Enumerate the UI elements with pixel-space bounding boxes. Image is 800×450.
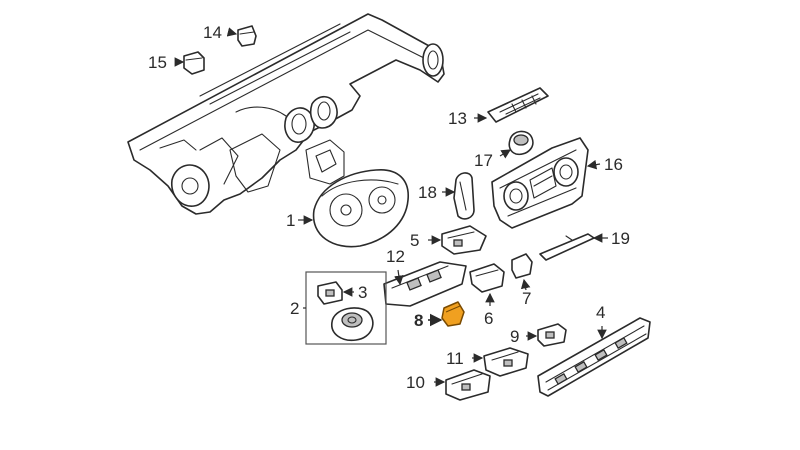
part-13-vent xyxy=(487,87,549,123)
part-8-highlighted xyxy=(441,301,465,327)
dashboard-panel xyxy=(127,13,445,215)
part-2-knob xyxy=(331,307,374,342)
part-16-climate-control xyxy=(491,137,589,229)
part-14-clip xyxy=(237,25,257,47)
part-15-clip xyxy=(183,51,205,75)
callout-5: 5 xyxy=(410,231,419,250)
callout-10: 10 xyxy=(406,373,425,392)
callout-19: 19 xyxy=(611,229,630,248)
callout-11: 11 xyxy=(446,349,464,368)
part-19-strip xyxy=(539,233,595,261)
callout-18: 18 xyxy=(418,183,437,202)
part-6-bracket xyxy=(469,263,505,293)
part-5-switch xyxy=(441,225,487,255)
callout-14: 14 xyxy=(203,23,222,42)
part-18-trim xyxy=(453,172,475,220)
callout-7: 7 xyxy=(522,289,531,308)
callout-16: 16 xyxy=(604,155,623,174)
part-11-switch xyxy=(483,347,529,377)
callout-1: 1 xyxy=(286,211,295,230)
part-1-instrument-cluster xyxy=(312,169,409,248)
part-12-switch-panel xyxy=(383,261,467,307)
callout-2: 2 xyxy=(290,299,299,318)
part-10-switch xyxy=(445,369,491,401)
callout-3: 3 xyxy=(358,283,367,302)
part-7-button xyxy=(511,253,533,279)
callout-4: 4 xyxy=(596,303,605,322)
part-17-knob xyxy=(508,130,534,156)
callout-12: 12 xyxy=(386,247,405,266)
callout-13: 13 xyxy=(448,109,467,128)
callout-17: 17 xyxy=(474,151,493,170)
callout-9: 9 xyxy=(510,327,519,346)
callout-6: 6 xyxy=(484,309,493,328)
part-4-control-panel xyxy=(537,317,651,397)
part-9-switch xyxy=(537,323,567,347)
callout-8: 8 xyxy=(414,311,423,330)
callout-15: 15 xyxy=(148,53,167,72)
part-3-switch xyxy=(317,281,343,305)
